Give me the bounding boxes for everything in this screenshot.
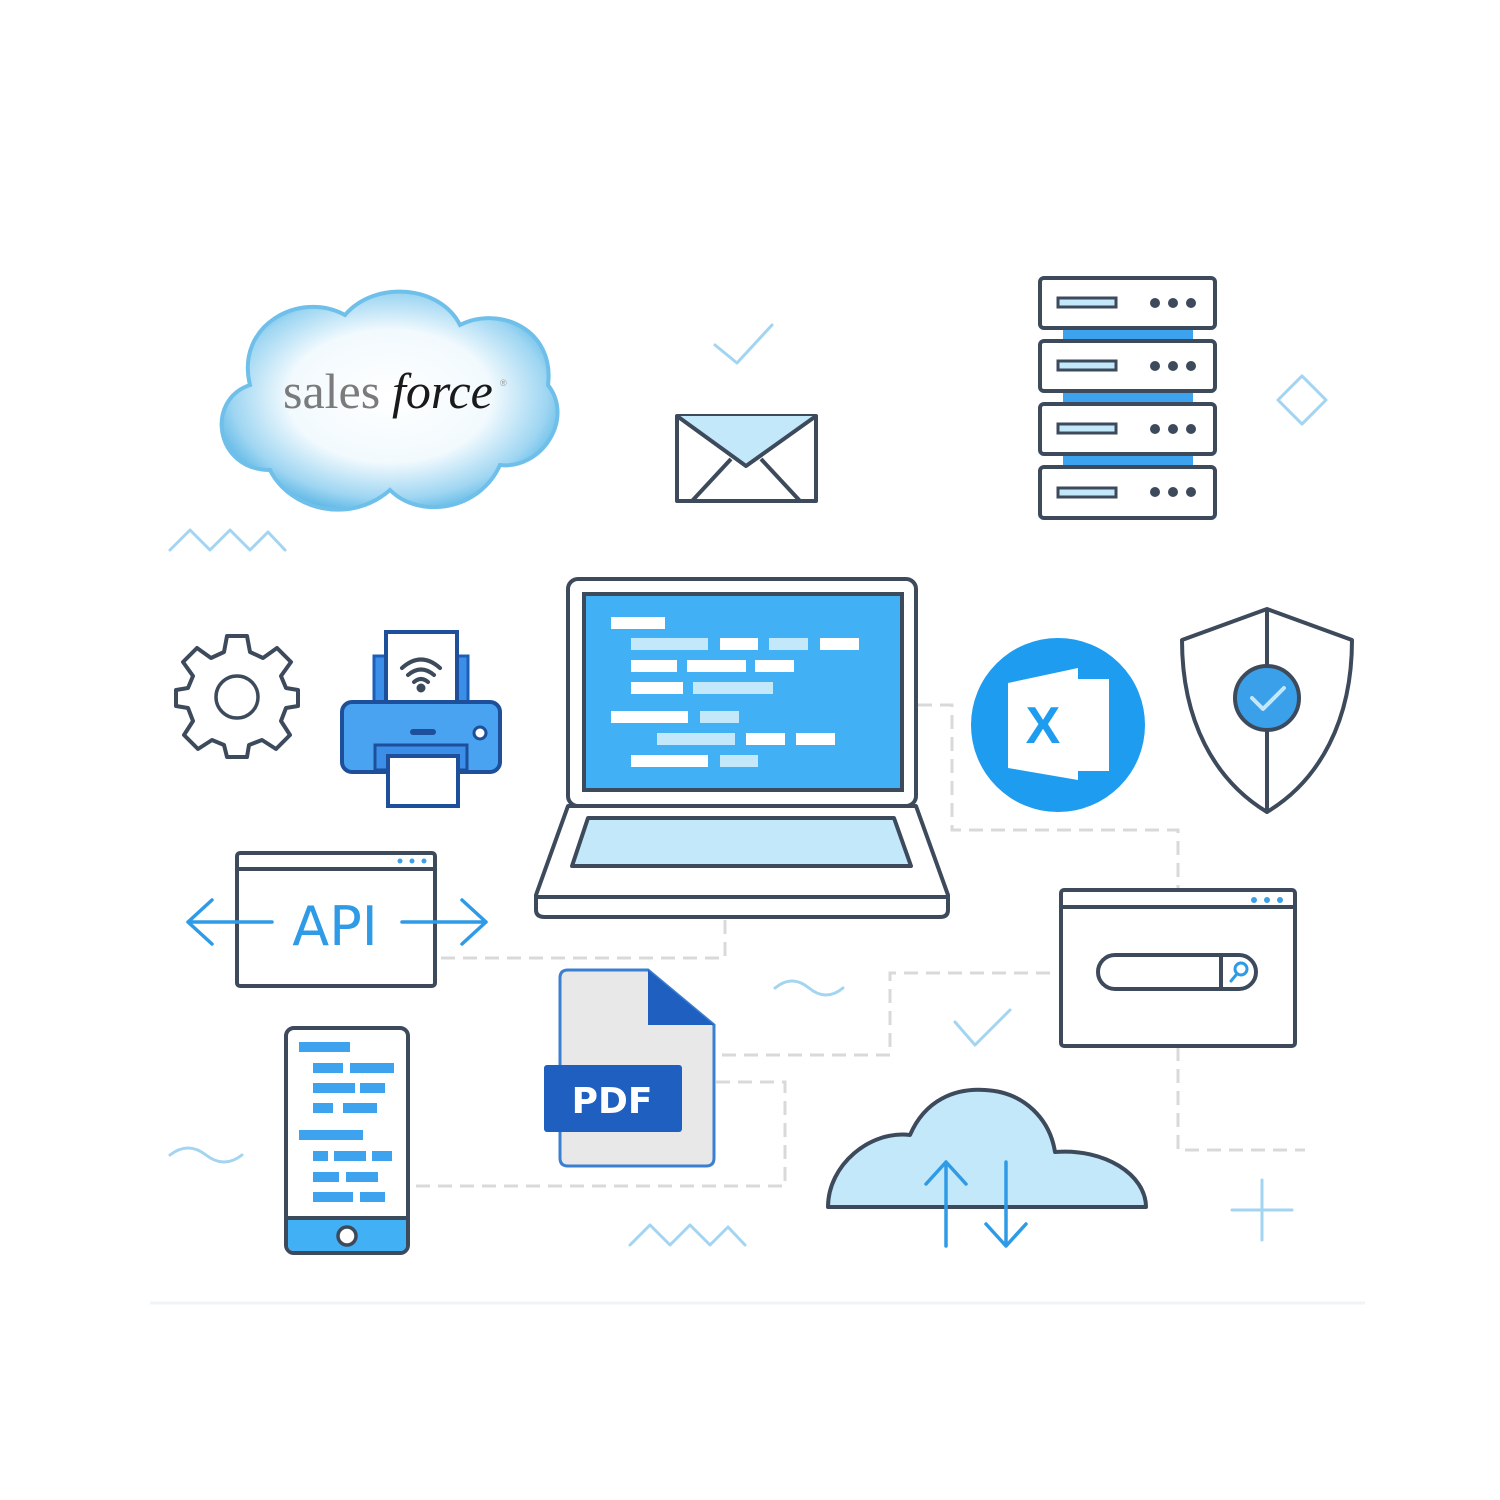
server-unit: [1038, 465, 1217, 520]
plus-decoration: [1230, 1178, 1294, 1242]
home-button-icon: [336, 1225, 358, 1247]
arrow-left-icon: [186, 898, 274, 946]
code-lines: [299, 1042, 394, 1202]
server-unit: [1038, 339, 1217, 393]
search-bar: [1096, 953, 1258, 991]
pdf-file-icon: PDF: [544, 968, 716, 1168]
api-label: API: [292, 895, 377, 958]
excel-icon: X: [971, 638, 1145, 812]
server-unit: [1038, 276, 1217, 330]
check-mark-decoration: [713, 323, 774, 365]
zigzag-decoration: [628, 1223, 747, 1247]
laptop-icon: [534, 577, 950, 919]
download-arrow-icon: [984, 1160, 1028, 1248]
cloud-sync-icon: [826, 1087, 1148, 1248]
zigzag-decoration: [168, 528, 287, 552]
check-icon: [1250, 686, 1286, 711]
dashed-connectors: [410, 703, 1305, 1188]
gear-icon: [174, 634, 300, 759]
salesforce-logo: sales force ®: [219, 289, 560, 512]
check-mark-decoration: [953, 1008, 1012, 1047]
server-rack-icon: [1038, 276, 1217, 520]
wave-decoration: [168, 1146, 244, 1164]
decorative-marks: [150, 323, 1365, 1305]
excel-letter: X: [1026, 697, 1061, 755]
logo-text-force: force: [392, 363, 493, 419]
arrow-right-icon: [400, 898, 488, 946]
code-lines: [611, 617, 859, 767]
api-window: API: [186, 851, 488, 988]
logo-registered-mark: ®: [500, 378, 507, 388]
upload-arrow-icon: [924, 1160, 968, 1248]
wave-decoration: [773, 979, 845, 997]
diamond-decoration: [1276, 374, 1328, 426]
magnifier-icon: [1229, 961, 1249, 983]
wifi-printer-icon: [340, 630, 502, 808]
security-shield-icon: [1180, 607, 1354, 814]
wifi-icon: [400, 657, 442, 693]
search-browser-window: [1059, 888, 1297, 1048]
pdf-label: PDF: [572, 1081, 653, 1122]
mobile-phone-icon: [284, 1026, 410, 1255]
server-unit: [1038, 402, 1217, 456]
email-icon: [675, 414, 818, 503]
logo-text-sales: sales: [283, 363, 380, 419]
